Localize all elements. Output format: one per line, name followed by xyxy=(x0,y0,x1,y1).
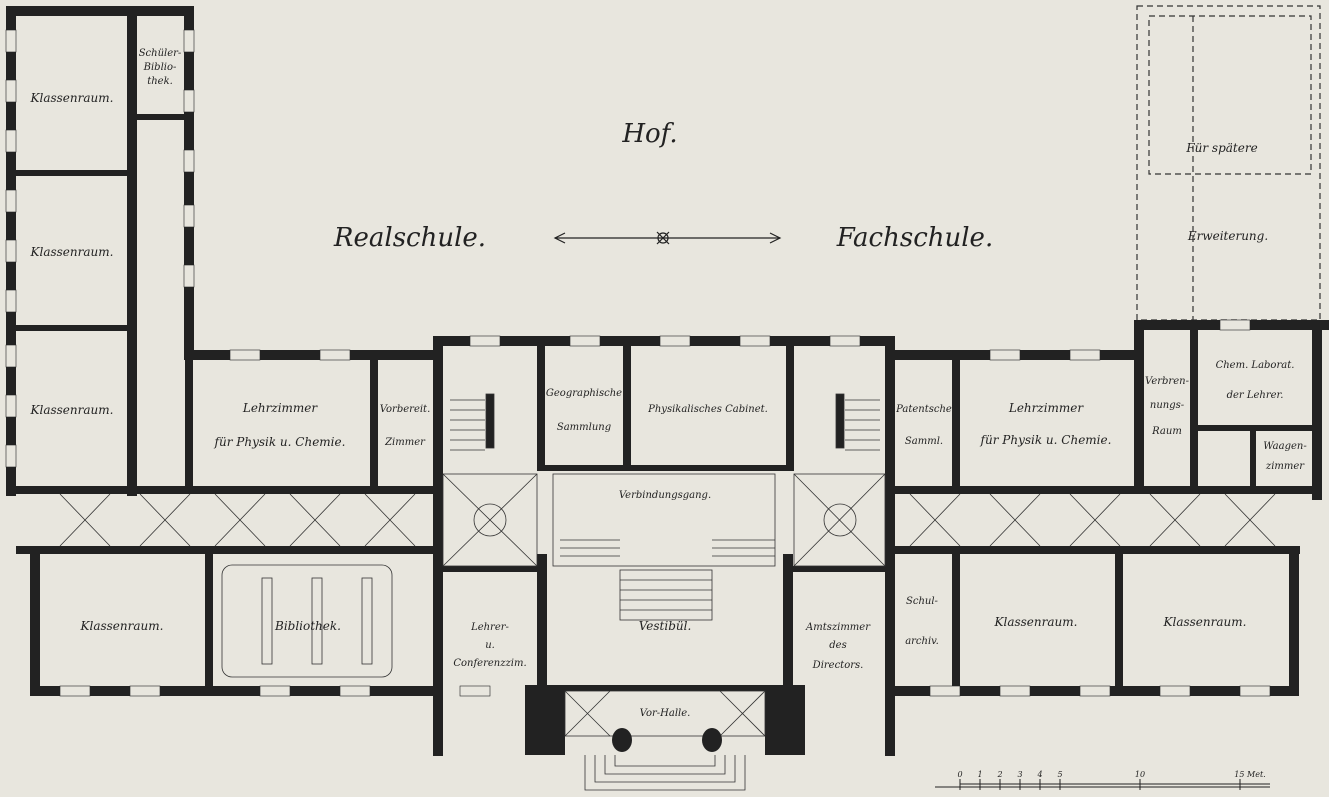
label-klassenraum-1: Klassenraum. xyxy=(30,91,114,105)
scale-tick-1: 1 xyxy=(977,770,982,779)
corridor-vaults xyxy=(59,393,1276,791)
label-vorhalle: Vor-Halle. xyxy=(640,708,691,719)
label-lehrzimmer-right-2: für Physik u. Chemie. xyxy=(980,433,1112,447)
label-lehrzimmer-left-2: für Physik u. Chemie. xyxy=(214,435,346,449)
scale-tick-5: 5 xyxy=(1057,770,1062,779)
label-hof: Hof. xyxy=(621,119,677,149)
scale-tick-10: 10 xyxy=(1135,770,1145,779)
windows xyxy=(5,29,1271,697)
scale-bar xyxy=(935,779,1270,790)
label-future-1: Für spätere xyxy=(1185,141,1257,155)
label-lehrzimmer-left-1: Lehrzimmer xyxy=(242,401,319,415)
label-verbr-1: Verbren- xyxy=(1145,376,1190,387)
label-vestibuel: Vestibül. xyxy=(639,619,692,633)
label-klassenraum-3: Klassenraum. xyxy=(30,403,114,417)
entrance-pillars xyxy=(612,728,722,752)
scale-tick-2: 2 xyxy=(996,770,1002,779)
label-waagen-2: zimmer xyxy=(1265,461,1305,472)
label-fachschule: Fachschule. xyxy=(836,223,993,253)
scale-labels: 0 1 2 3 4 5 10 15 Met. xyxy=(957,770,1265,779)
scale-tick-3: 3 xyxy=(1017,770,1022,779)
label-patent-1: Patentsche xyxy=(895,404,952,415)
label-klassenraum-south-3: Klassenraum. xyxy=(1163,615,1247,629)
label-bibliothek: Bibliothek. xyxy=(274,619,341,633)
label-schuelerbib-2: Biblio- xyxy=(143,62,177,73)
label-amts-2: des xyxy=(829,640,846,651)
label-lehrer-1: Lehrer- xyxy=(470,622,509,633)
label-lehrer-3: Conferenzzim. xyxy=(453,658,526,669)
label-geo-2: Sammlung xyxy=(557,422,611,433)
label-klassenraum-south-1: Klassenraum. xyxy=(80,619,164,633)
label-amts-1: Amtszimmer xyxy=(805,622,871,633)
label-waagen-1: Waagen- xyxy=(1263,441,1307,452)
label-chem-1: Chem. Laborat. xyxy=(1216,360,1295,371)
label-schuelerbib-1: Schüler- xyxy=(139,48,182,59)
label-geo-1: Geographische xyxy=(546,388,622,399)
label-amts-3: Directors. xyxy=(812,660,864,671)
scale-tick-0: 0 xyxy=(957,770,962,779)
label-schul-1: Schul- xyxy=(906,596,939,607)
label-schul-2: archiv. xyxy=(905,636,939,647)
label-lehrer-2: u. xyxy=(485,640,495,651)
label-chem-2: der Lehrer. xyxy=(1227,390,1284,401)
label-verbr-3: Raum xyxy=(1151,426,1182,437)
axis-arrow xyxy=(553,231,782,245)
label-verbindungsgang: Verbindungsgang. xyxy=(619,490,711,501)
future-extension-outline xyxy=(1136,5,1321,321)
label-vorbereit-2: Zimmer xyxy=(384,437,426,448)
label-klassenraum-south-2: Klassenraum. xyxy=(994,615,1078,629)
label-lehrzimmer-right-1: Lehrzimmer xyxy=(1008,401,1085,415)
label-verbr-2: nungs- xyxy=(1150,400,1185,411)
label-schuelerbib-3: thek. xyxy=(147,76,173,87)
scale-tick-15: 15 Met. xyxy=(1234,770,1265,779)
label-patent-2: Samml. xyxy=(905,436,943,447)
label-future-2: Erweiterung. xyxy=(1187,229,1268,243)
label-realschule: Realschule. xyxy=(333,223,486,253)
label-vorbereit-1: Vorbereit. xyxy=(380,404,431,415)
scale-tick-4: 4 xyxy=(1036,770,1042,779)
label-klassenraum-2: Klassenraum. xyxy=(30,245,114,259)
label-phys-cabinet: Physikalisches Cabinet. xyxy=(647,404,768,415)
